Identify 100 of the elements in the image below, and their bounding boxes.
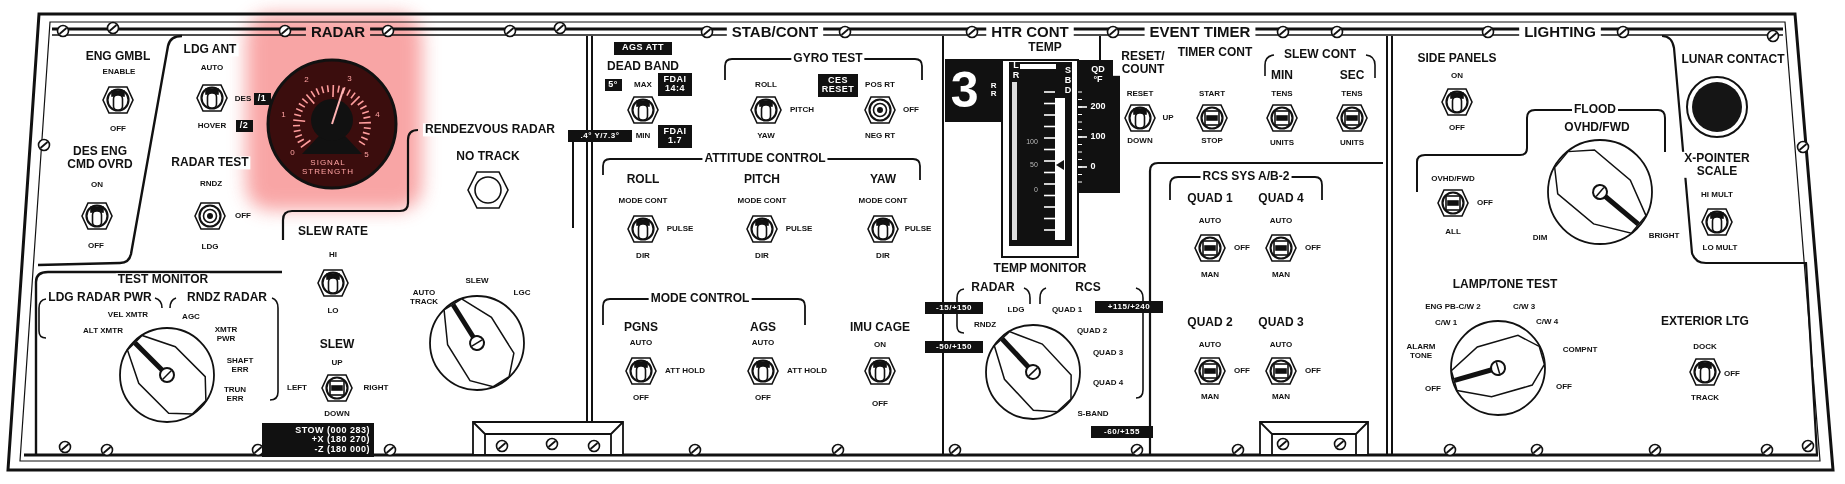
switch-position-label: AUTO <box>1198 216 1222 226</box>
label-plate <box>262 423 374 457</box>
plate-text: 5° <box>608 80 618 90</box>
switch-position-label: AUTO <box>1269 340 1293 350</box>
switch-position-label: DOWN <box>324 409 350 419</box>
label-plate <box>604 79 622 91</box>
control-label: QUAD 4 <box>1256 192 1306 206</box>
switch-position-label: MAN <box>1200 270 1220 280</box>
gauge-scale-label: 200 <box>1090 102 1106 112</box>
switch-position-label: DIM <box>1532 233 1548 243</box>
switch-position-label: MAX <box>634 80 652 90</box>
switch-position-label: MODE CONT <box>618 196 668 206</box>
switch-position-label: C/W 1 <box>1434 318 1458 328</box>
control-label: QUAD 3 <box>1256 316 1306 330</box>
plate-text: CES RESET <box>820 75 856 95</box>
switch-position-label: ATT HOLD <box>787 366 827 376</box>
switch-position-label: MAN <box>1200 392 1220 402</box>
dial-scale-label: 0 <box>290 148 296 158</box>
section-heading: EVENT TIMER <box>1148 23 1252 41</box>
section-heading: HTR CONT <box>990 23 1070 41</box>
gauge-scale-label: QD °F <box>1090 65 1106 85</box>
switch-position-label: LO <box>327 306 339 316</box>
switch-position-label: OFF <box>1425 384 1441 394</box>
label-plate <box>925 341 983 353</box>
switch-position-label: MIN <box>635 131 651 141</box>
label-plate <box>614 41 672 55</box>
switch-position-label: RESET <box>1126 89 1154 99</box>
switch-position-label: XMTR PWR <box>213 326 239 344</box>
gauge-scale-label: L R <box>1012 61 1020 81</box>
control-label: RADAR TEST <box>169 156 251 170</box>
switch-position-label: AUTO <box>629 338 653 348</box>
switch-position-label: ON <box>91 180 103 190</box>
dial-scale-label: SIGNAL STRENGTH <box>301 159 355 177</box>
plate-text: AGS ATT <box>622 43 664 53</box>
switch-position-label: LEFT <box>287 383 307 393</box>
plate-text: -Z (180 000) <box>314 444 370 455</box>
switch-position-label: OFF <box>1449 123 1465 133</box>
switch-position-label: AUTO <box>1198 340 1222 350</box>
switch-position-label: COMPNT <box>1562 345 1598 355</box>
switch-position-label: POS RT <box>865 80 895 90</box>
switch-position-label: AUTO TRACK <box>409 289 439 307</box>
switch-position-label: MAN <box>1271 270 1291 280</box>
dial-scale-label: 2 <box>304 75 310 85</box>
switch-position-label: C/W 3 <box>1512 302 1536 312</box>
gauge-scale-label: 100 <box>1090 132 1106 142</box>
switch-position-label: START <box>1198 89 1226 99</box>
switch-position-label: AUTO <box>200 63 224 73</box>
plate-text: /1 <box>257 94 267 104</box>
switch-position-label: ATT HOLD <box>665 366 705 376</box>
switch-position-label: ENABLE <box>102 67 136 77</box>
plate-text: STOW (000 283) <box>295 425 370 436</box>
dial-scale-label: 1 <box>281 110 287 120</box>
gauge-scale-label: 0 <box>1090 162 1096 172</box>
label-plate <box>1095 301 1163 313</box>
switch-position-label: ENG PB-C/W 2 <box>1425 302 1481 312</box>
label-plate <box>945 58 1003 122</box>
plate-text: R R <box>990 81 998 99</box>
gauge-scale-label: S B D <box>1064 66 1072 96</box>
plate-text: -50/+150 <box>936 342 972 352</box>
switch-position-label: MAN <box>1271 392 1291 402</box>
switch-position-label: TRACK <box>1691 393 1719 403</box>
switch-position-label: OFF <box>1724 369 1740 379</box>
switch-position-label: VEL XMTR <box>107 310 149 320</box>
switch-position-label: LDG <box>201 242 219 252</box>
switch-position-label: OFF <box>1305 243 1321 253</box>
plate-text: -60/+155 <box>1104 427 1140 437</box>
switch-position-label: PITCH <box>790 105 814 115</box>
label-plate <box>253 93 271 105</box>
plate-text: FDAI 1.7 <box>662 126 688 146</box>
switch-position-label: QUAD 2 <box>1076 326 1108 336</box>
label-plate <box>925 302 983 314</box>
switch-position-label: OFF <box>1556 382 1572 392</box>
switch-position-label: UP <box>331 358 343 368</box>
switch-position-label: ON <box>1451 71 1463 81</box>
switch-position-label: ALL <box>1445 227 1461 237</box>
section-heading: RADAR <box>309 23 367 41</box>
switch-position-label: HOVER <box>197 121 227 131</box>
switch-position-label: AUTO <box>1269 216 1293 226</box>
control-label: QUAD 1 <box>1185 192 1235 206</box>
switch-position-label: DIR <box>755 251 769 261</box>
switch-position-label: SLEW <box>465 276 489 286</box>
plate-text: .4° Y/7.3° <box>580 131 620 141</box>
switch-position-label: ON <box>874 340 886 350</box>
switch-position-label: TENS <box>1271 89 1293 99</box>
switch-position-label: MODE CONT <box>858 196 908 206</box>
switch-position-label: YAW <box>757 131 775 141</box>
dial-scale-label: 4 <box>375 110 381 120</box>
switch-position-label: AGC <box>182 312 200 322</box>
switch-position-label: RNDZ <box>973 320 997 330</box>
switch-position-label: OFF <box>110 124 126 134</box>
control-label: QUAD 2 <box>1185 316 1235 330</box>
label-plate <box>1091 426 1153 438</box>
switch-position-label: SHAFT ERR <box>225 357 255 375</box>
switch-position-label: RNDZ <box>199 179 223 189</box>
switch-position-label: OFF <box>1305 366 1321 376</box>
switch-position-label: ALARM TONE <box>1405 343 1437 361</box>
switch-position-label: ALT XMTR <box>83 326 123 336</box>
switch-position-label: OFF <box>1234 366 1250 376</box>
switch-position-label: DOCK <box>1693 342 1717 352</box>
switch-position-label: OFF <box>903 105 919 115</box>
